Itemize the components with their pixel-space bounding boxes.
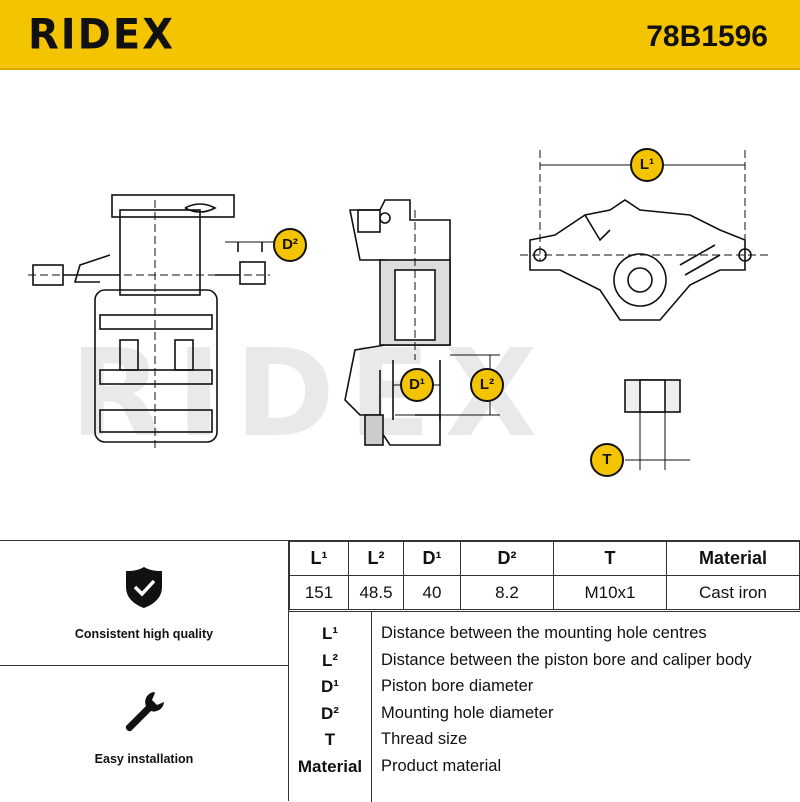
legend-row: D² Mounting hole diameter (289, 700, 800, 726)
watermark-text: RIDEX (70, 325, 552, 464)
dimension-badge-d1: D¹ (400, 368, 434, 402)
legend-key: D¹ (321, 677, 339, 696)
legend-description: Mounting hole diameter (381, 704, 554, 722)
spec-header: L² (348, 541, 404, 576)
shield-check-icon (126, 567, 162, 608)
legend-row: D¹ Piston bore diameter (289, 673, 800, 699)
legend-key: L² (321, 651, 339, 670)
dimension-badge-d2: D² (273, 228, 307, 262)
spec-value-row: 151 48.5 40 8.2 M10x1 Cast iron (289, 575, 800, 610)
spec-header-row: L¹ L² D¹ D² T Material (289, 541, 800, 576)
feature-column: Consistent high quality Easy installatio… (0, 541, 289, 801)
brand-logo: RIDEX (28, 10, 176, 60)
legend-description: Distance between the piston bore and cal… (381, 651, 752, 669)
legend-description: Product material (381, 757, 502, 775)
spec-value: 48.5 (348, 575, 404, 610)
technical-drawing: RIDEX (0, 70, 800, 540)
spec-value: 40 (403, 575, 461, 610)
spec-header: T (553, 541, 667, 576)
legend-description: Distance between the mounting hole centr… (381, 624, 707, 642)
spec-header: D¹ (403, 541, 461, 576)
spec-value: 8.2 (460, 575, 554, 610)
legend-key: L¹ (321, 624, 339, 643)
spec-header: L¹ (289, 541, 349, 576)
dimension-badge-l2: L² (470, 368, 504, 402)
feature-quality: Consistent high quality (0, 541, 288, 666)
feature-quality-label: Consistent high quality (74, 627, 214, 641)
spec-value: 151 (289, 575, 349, 610)
thread-insert-view (624, 379, 690, 470)
wrench-icon (125, 692, 164, 732)
spec-header: Material (666, 541, 800, 576)
part-number: 78B1596 (646, 20, 768, 53)
dimension-badge-l1: L¹ (630, 148, 664, 182)
feature-installation: Easy installation (0, 666, 288, 790)
legend-row: L¹ Distance between the mounting hole ce… (289, 620, 800, 646)
caliper-illustrations (28, 150, 770, 470)
legend-row: L² Distance between the piston bore and … (289, 647, 800, 673)
spec-header: D² (460, 541, 554, 576)
legend-key: D² (321, 704, 339, 723)
info-section: Consistent high quality Easy installatio… (0, 540, 800, 802)
spec-value: Cast iron (666, 575, 800, 610)
legend-description: Thread size (381, 730, 468, 748)
legend-row: T Thread size (289, 726, 800, 752)
caliper-front-view (32, 194, 266, 443)
legend-divider (371, 612, 372, 802)
header-bar: RIDEX 78B1596 (0, 0, 800, 70)
dimension-badge-t: T (590, 443, 624, 477)
legend-key: Material (297, 757, 363, 776)
caliper-rear-view (529, 199, 752, 321)
caliper-section-view (344, 199, 451, 446)
feature-installation-label: Easy installation (94, 752, 194, 766)
legend-key: T (324, 730, 336, 749)
spec-value: M10x1 (553, 575, 667, 610)
spec-table: L¹ L² D¹ D² T Material 151 48.5 40 8.2 M… (289, 541, 800, 610)
dimension-legend: L¹ Distance between the mounting hole ce… (289, 611, 800, 802)
legend-row: Material Product material (289, 753, 800, 779)
legend-description: Piston bore diameter (381, 677, 534, 695)
